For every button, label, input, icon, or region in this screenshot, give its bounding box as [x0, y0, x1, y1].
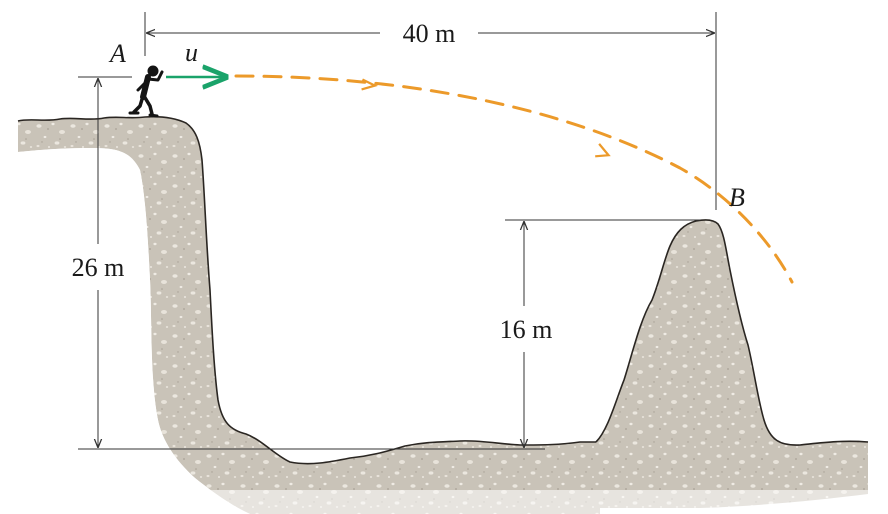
cliff-with-valley: [18, 116, 600, 514]
cliff-height-label: 26 m: [72, 253, 125, 282]
rock-height-label: 16 m: [500, 315, 553, 344]
terrain: [17, 115, 880, 514]
rock-outline: [595, 219, 869, 446]
running-person-icon: [128, 65, 164, 118]
cliff-outline: [17, 115, 600, 465]
point-a-label: A: [108, 39, 126, 68]
point-b-label: B: [729, 183, 745, 212]
velocity-label: u: [185, 38, 198, 67]
trajectory: [234, 74, 794, 284]
rock-pinnacle: [596, 220, 868, 508]
horizontal-distance-label: 40 m: [403, 19, 456, 48]
trajectory-arrow-2: [595, 143, 611, 158]
dimension-lines: [78, 12, 717, 450]
trajectory-curve: [234, 74, 794, 284]
trajectory-arrow-1: [361, 78, 379, 91]
